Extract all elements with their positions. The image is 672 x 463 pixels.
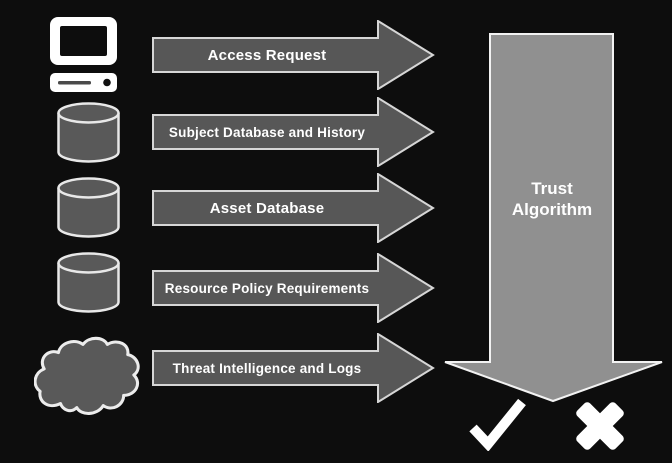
- right-arrow-shape: [152, 19, 435, 91]
- database-icon: [57, 102, 120, 163]
- right-arrow-shape: [152, 332, 435, 404]
- cloud-icon: [34, 336, 140, 415]
- input-arrow-label: Asset Database: [209, 199, 325, 217]
- input-arrow-threat-intelligence: Threat Intelligence and Logs: [152, 332, 435, 404]
- trust-algorithm-arrow: Trust Algorithm: [443, 33, 664, 403]
- right-arrow-shape: [152, 172, 435, 244]
- input-arrow-access-request: Access Request: [152, 19, 435, 91]
- database-icon: [57, 252, 120, 313]
- input-arrow-asset-database: Asset Database: [152, 172, 435, 244]
- input-arrow-label: Threat Intelligence and Logs: [172, 360, 362, 376]
- right-arrow-shape: [152, 96, 435, 168]
- trust-algorithm-label: Trust Algorithm: [511, 179, 593, 219]
- database-icon: [57, 177, 120, 238]
- computer-icon: [50, 17, 117, 92]
- input-arrow-label: Resource Policy Requirements: [164, 280, 370, 296]
- right-arrow-shape: [152, 252, 435, 324]
- input-arrow-subject-database: Subject Database and History: [152, 96, 435, 168]
- input-arrow-label: Subject Database and History: [168, 124, 366, 140]
- checkmark-icon: [469, 398, 526, 451]
- down-arrow-shape: [444, 33, 663, 403]
- x-icon: [576, 402, 624, 450]
- input-arrow-label: Access Request: [207, 46, 327, 64]
- input-arrow-resource-policy: Resource Policy Requirements: [152, 252, 435, 324]
